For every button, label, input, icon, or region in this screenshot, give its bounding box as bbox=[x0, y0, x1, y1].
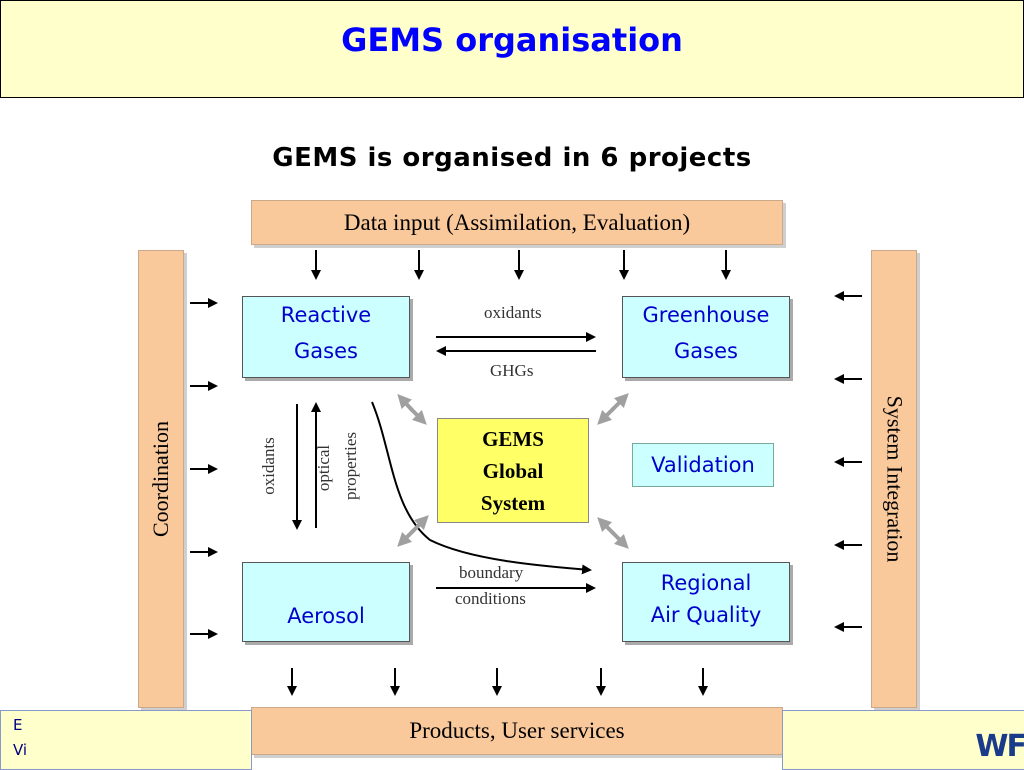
coordination-label: Coordination bbox=[148, 420, 174, 538]
optical-label: optical bbox=[314, 444, 334, 492]
coordination-arrows bbox=[190, 298, 218, 639]
project-label-line: Air Quality bbox=[650, 603, 762, 627]
ghgs-label: GHGs bbox=[490, 361, 534, 380]
project-validation: Validation bbox=[632, 443, 774, 487]
core-links bbox=[397, 393, 629, 549]
data-input-bar: Data input (Assimilation, Evaluation) bbox=[251, 200, 783, 245]
project-reactive-gases: Reactive Gases bbox=[242, 296, 410, 378]
project-label-line: Reactive bbox=[280, 303, 372, 327]
integration-arrows bbox=[834, 291, 862, 632]
header-banner: GEMS organisation bbox=[0, 0, 1024, 98]
footer-line-1: E bbox=[13, 716, 23, 734]
project-aerosol: Aerosol bbox=[242, 562, 410, 642]
input-arrows bbox=[311, 250, 731, 280]
subtitle: GEMS is organised in 6 projects bbox=[272, 143, 752, 173]
project-greenhouse-gases: Greenhouse Gases bbox=[622, 296, 790, 378]
footer-line-2: Vi bbox=[13, 741, 28, 759]
core-label-line: GEMS bbox=[482, 426, 544, 451]
project-label-line: Gases bbox=[674, 339, 738, 363]
conditions-label: conditions bbox=[455, 589, 526, 608]
project-label-line: Gases bbox=[294, 339, 358, 363]
footer-left: E Vi bbox=[0, 710, 252, 770]
coordination-bar: Coordination bbox=[138, 250, 184, 708]
exchange-arrows bbox=[292, 332, 596, 593]
output-arrows bbox=[287, 668, 708, 696]
oxidants-label: oxidants bbox=[484, 303, 542, 322]
project-regional-air-quality: Regional Air Quality bbox=[622, 562, 790, 642]
core-label-line: System bbox=[480, 490, 546, 515]
page-title: GEMS organisation bbox=[341, 21, 683, 59]
products-bar: Products, User services bbox=[251, 707, 783, 755]
project-label-line: Regional bbox=[660, 571, 752, 595]
project-label-line: Greenhouse bbox=[642, 303, 770, 327]
project-label-line: Aerosol bbox=[287, 604, 365, 628]
gems-global-system: GEMS Global System bbox=[437, 418, 589, 523]
oxidants-vertical-label: oxidants bbox=[258, 437, 278, 495]
core-label-line: Global bbox=[482, 458, 544, 483]
system-integration-bar: System Integration bbox=[871, 250, 917, 708]
footer-right: WF bbox=[782, 710, 1024, 770]
boundary-label: boundary bbox=[459, 563, 524, 582]
logo: WF bbox=[975, 729, 1024, 764]
properties-label: properties bbox=[340, 432, 360, 500]
system-integration-label: System Integration bbox=[882, 395, 907, 563]
